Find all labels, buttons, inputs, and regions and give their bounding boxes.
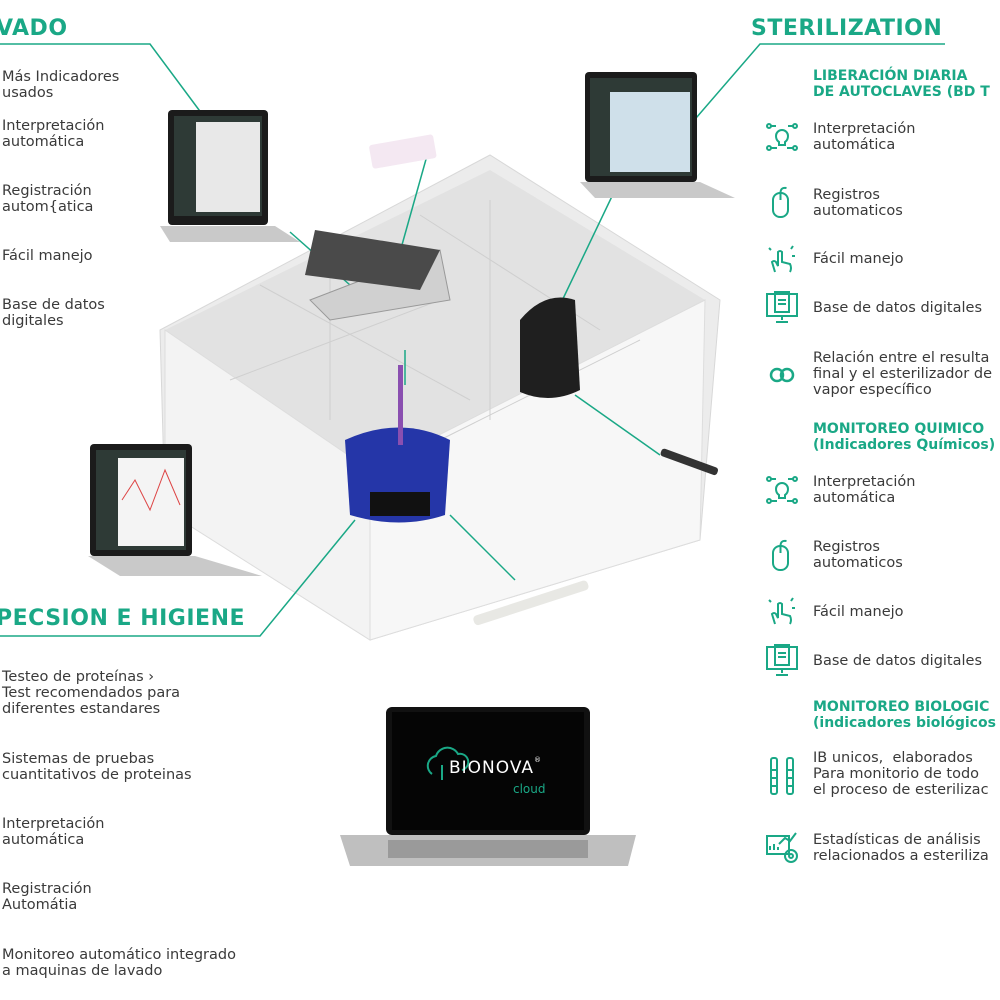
hand-sparkle-icon [765, 242, 799, 276]
hand-sparkle-icon [765, 594, 799, 628]
bionova-logo-text: BIONOVA® [449, 756, 543, 779]
feature-item: Registros automaticos [813, 539, 903, 571]
subsection-title: MONITOREO QUIMICO (Indicadores Químicos) [813, 421, 996, 453]
feature-item: Base de datos digitales [813, 653, 983, 669]
mouse-icon [765, 185, 799, 219]
subsection-title: MONITOREO BIOLOGIC (indicadores biológic… [813, 699, 996, 731]
feature-item: Relación entre el resulta final y el est… [813, 350, 992, 398]
list-item: Registración autom{atica [2, 183, 94, 215]
laptop-top-right [580, 72, 735, 198]
list-item: Registración Automátia [2, 881, 92, 913]
registered-mark: ® [534, 756, 543, 764]
lightbulb-circuit-icon [765, 473, 799, 507]
monitor-database-icon [765, 290, 799, 324]
section-title-sterilization: STERILIZATION [751, 16, 943, 41]
feature-item: IB unicos, elaborados Para monitorio de … [813, 750, 989, 798]
test-tubes-icon [765, 756, 799, 796]
list-item: Fácil manejo [2, 248, 93, 264]
subsection-title: LIBERACIÓN DIARIA DE AUTOCLAVES (BD T [813, 68, 990, 100]
bionova-logo-sub: cloud [513, 782, 546, 796]
section-title-inspeccion: PECSION E HIGIENE [0, 606, 246, 631]
mouse-icon [765, 538, 799, 572]
link-rings-icon [765, 358, 799, 392]
laptop-left-middle [88, 444, 262, 576]
feature-item: Fácil manejo [813, 604, 904, 620]
list-item: Base de datos digitales [2, 297, 105, 329]
feature-item: Fácil manejo [813, 251, 904, 267]
section-title-lavado: VADO [0, 16, 68, 41]
lightbulb-circuit-icon [765, 120, 799, 154]
list-item: Más Indicadores usados [2, 69, 120, 101]
feature-item: Base de datos digitales [813, 300, 983, 316]
bionova-laptop [340, 707, 636, 866]
list-item: Testeo de proteínas › Test recomendados … [2, 669, 181, 717]
statistics-chart-icon [765, 830, 799, 864]
list-item: Interpretación automática [2, 118, 105, 150]
monitor-database-icon [765, 643, 799, 677]
feature-item: Estadísticas de análisis relacionados a … [813, 832, 989, 864]
list-item: Monitoreo automático integrado a maquina… [2, 947, 236, 979]
list-item: Interpretación automática [2, 816, 105, 848]
feature-item: Registros automaticos [813, 187, 903, 219]
feature-item: Interpretación automática [813, 474, 916, 506]
laptop-top-left [160, 110, 300, 242]
bionova-logo-brand: BIONOVA [449, 758, 535, 778]
list-item: Sistemas de pruebas cuantitativos de pro… [2, 751, 192, 783]
feature-item: Interpretación automática [813, 121, 916, 153]
